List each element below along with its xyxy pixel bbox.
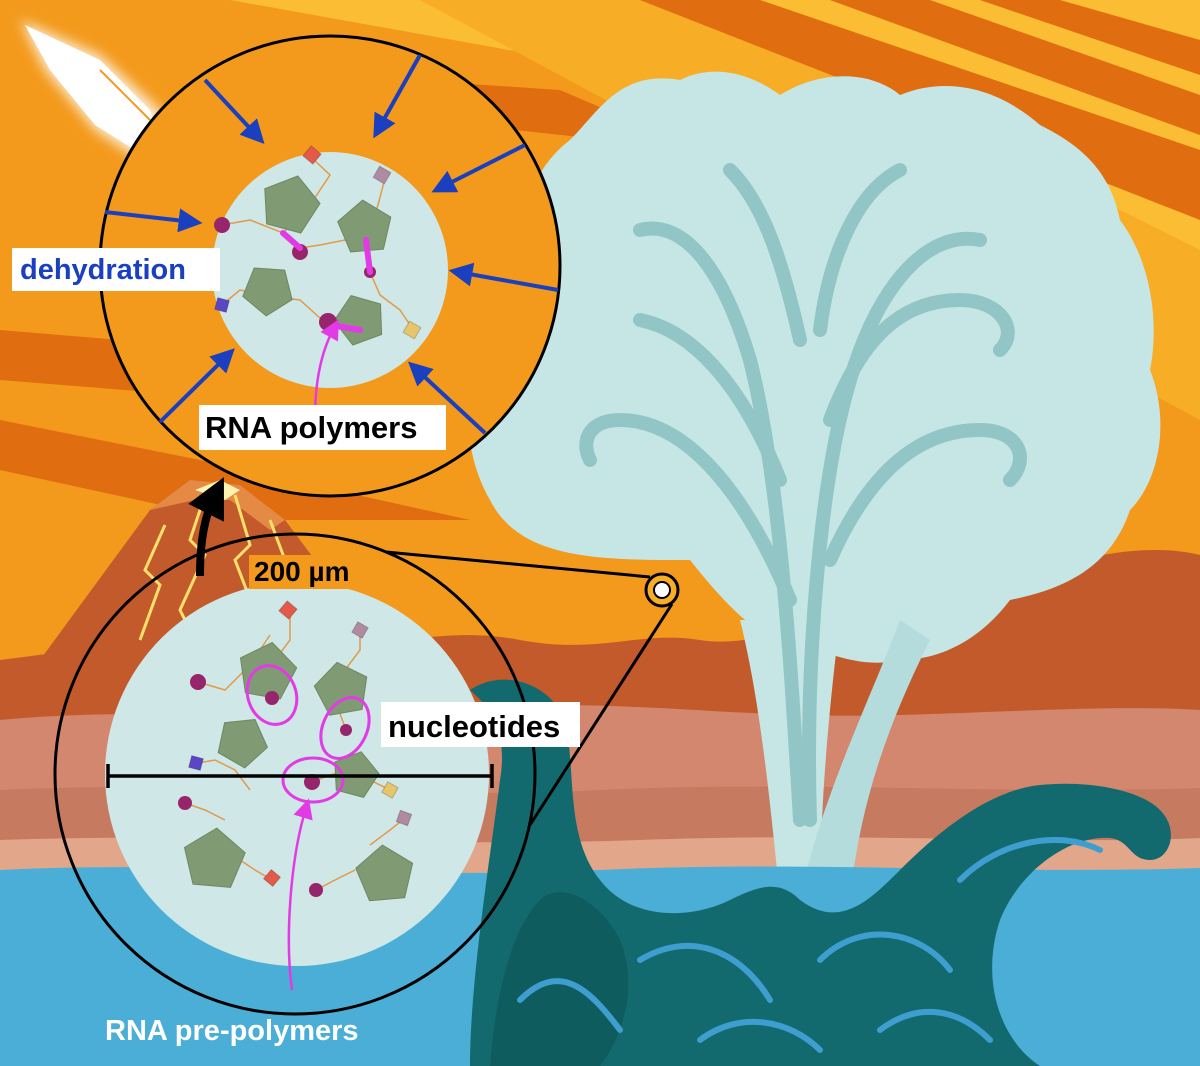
nucleotide-ring: [245, 664, 299, 726]
nucleotides-label: nucleotides: [388, 709, 560, 744]
scale-bar: [106, 764, 494, 788]
molecule-link: [369, 271, 413, 329]
sugar-pentagon: [239, 641, 298, 700]
rna-polymer-molecules: [214, 145, 422, 346]
dehydration-arrow: [448, 262, 559, 292]
nucleotide-ring: [281, 756, 345, 804]
base-red: [302, 145, 322, 165]
base-yellow: [381, 781, 399, 799]
phosphate-dot: [309, 883, 323, 897]
base-mauve: [372, 165, 392, 185]
base-mauve: [395, 809, 413, 827]
pre-polymer-pointer: [287, 798, 313, 991]
scale-label-box: 200 µm: [249, 555, 375, 589]
wave-icon: [470, 679, 1171, 1066]
base-purple: [188, 755, 204, 771]
base-red: [278, 600, 298, 620]
sampled-droplet-core: [653, 581, 671, 599]
phosphate-dot: [340, 724, 352, 736]
rna-pre-polymers-label: RNA pre-polymers: [105, 1015, 359, 1047]
sugar-pentagon: [183, 827, 246, 888]
droplet-nucleotides: [105, 582, 489, 966]
rna-polymers-label-box: RNA polymers: [199, 405, 446, 450]
sugar-pentagon: [242, 267, 293, 317]
dehydration-label-box: dehydration: [12, 248, 220, 291]
dehydration-arrow: [158, 348, 235, 424]
dehydration-arrow: [431, 143, 526, 193]
zoom-line-top: [385, 550, 651, 579]
zoom-ring-lower: [53, 532, 537, 1016]
phosphate-dot: [178, 796, 192, 810]
nucleotides-label-box: nucleotides: [381, 702, 580, 747]
sky-stripe: [980, 0, 1200, 75]
meteor-icon: [20, 20, 170, 160]
dehydration-arrow: [407, 361, 487, 435]
zoom-line-bottom: [528, 603, 674, 826]
dehydration-arrow: [373, 54, 422, 139]
base-mauve: [351, 621, 369, 639]
nucleotide-molecules: [178, 600, 414, 902]
phosphate-dot: [190, 674, 206, 690]
phosphate-dot: [214, 217, 230, 233]
phosphate-dot: [304, 774, 320, 790]
molecule-link: [315, 869, 356, 891]
rna-polymers-label: RNA polymers: [205, 410, 417, 445]
sugar-pentagon: [313, 661, 368, 716]
dehydration-label: dehydration: [20, 254, 186, 286]
sugar-pentagon: [264, 175, 321, 234]
sugar-pentagon: [217, 718, 269, 769]
dehydration-arrow: [203, 78, 265, 145]
dehydration-arrow: [104, 208, 203, 233]
sugar-pentagon: [355, 844, 414, 902]
base-yellow: [402, 320, 422, 340]
molecule-link: [197, 759, 251, 791]
scale-label: 200 µm: [254, 556, 350, 587]
sky-stripe: [830, 0, 1200, 135]
transition-arrow: [188, 477, 224, 577]
polymer-bonds: [280, 230, 373, 333]
droplet-dehydrated: [212, 152, 448, 388]
dehydration-arrows: [104, 54, 559, 435]
phosphate-dot: [265, 691, 279, 705]
molecule-link: [184, 802, 226, 821]
nucleotide-highlight-rings: [245, 664, 371, 804]
geyser-icon: [467, 71, 1161, 900]
nucleotide-ring: [319, 696, 371, 760]
base-purple: [214, 297, 230, 313]
sugar-pentagon: [333, 295, 383, 346]
base-red: [262, 868, 282, 888]
